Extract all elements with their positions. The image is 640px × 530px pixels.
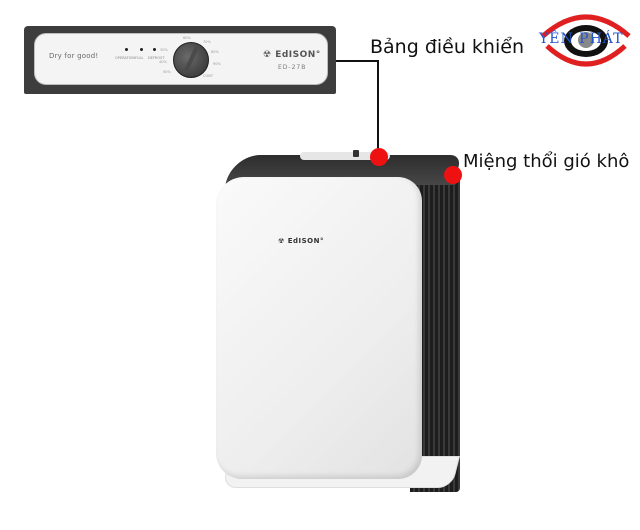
control-panel-face: Dry for good! OPERATION FULL DEFROST 30%… <box>34 33 328 85</box>
indicator-label: FULL <box>135 56 144 60</box>
indicator-label: OPERATION <box>115 56 136 60</box>
indicator-led <box>153 48 156 51</box>
control-panel-closeup: Dry for good! OPERATION FULL DEFROST 30%… <box>24 26 336 94</box>
panel-slogan: Dry for good! <box>49 52 99 60</box>
top-knob <box>353 150 359 157</box>
humidity-dial[interactable] <box>173 42 209 78</box>
control-panel-label: Bảng điều khiển <box>370 36 524 58</box>
panel-brand-logo: ☢ EdISON° <box>263 50 321 60</box>
dial-tick: 60% <box>183 36 191 40</box>
connector-line <box>336 60 378 62</box>
dial-tick: 40% <box>159 60 167 64</box>
dial-tick: CONT <box>203 74 213 78</box>
air-outlet-marker <box>444 166 462 184</box>
control-panel-marker <box>370 148 388 166</box>
yen-phat-logo: YÊN PHÁT <box>537 4 635 74</box>
indicator-label: DEFROST <box>148 56 165 60</box>
dial-grip <box>182 45 200 75</box>
dial-tick: 70% <box>203 40 211 44</box>
indicator-led <box>125 48 128 51</box>
logo-text: YÊN PHÁT <box>539 31 624 47</box>
front-brand-logo: ☢ EdISON° <box>278 237 324 245</box>
panel-model-number: ED-27B <box>278 64 307 71</box>
indicator-led <box>140 48 143 51</box>
dial-tick: 90% <box>213 62 221 66</box>
dial-tick: 50% <box>163 70 171 74</box>
front-panel: ☢ EdISON° <box>216 177 422 479</box>
top-control-slot <box>300 152 390 160</box>
dial-tick: 80% <box>211 50 219 54</box>
connector-line <box>377 60 379 154</box>
eye-logo-icon <box>541 14 631 67</box>
air-outlet-label: Miệng thổi gió khô <box>463 151 630 172</box>
dial-tick: 30% <box>160 48 168 52</box>
